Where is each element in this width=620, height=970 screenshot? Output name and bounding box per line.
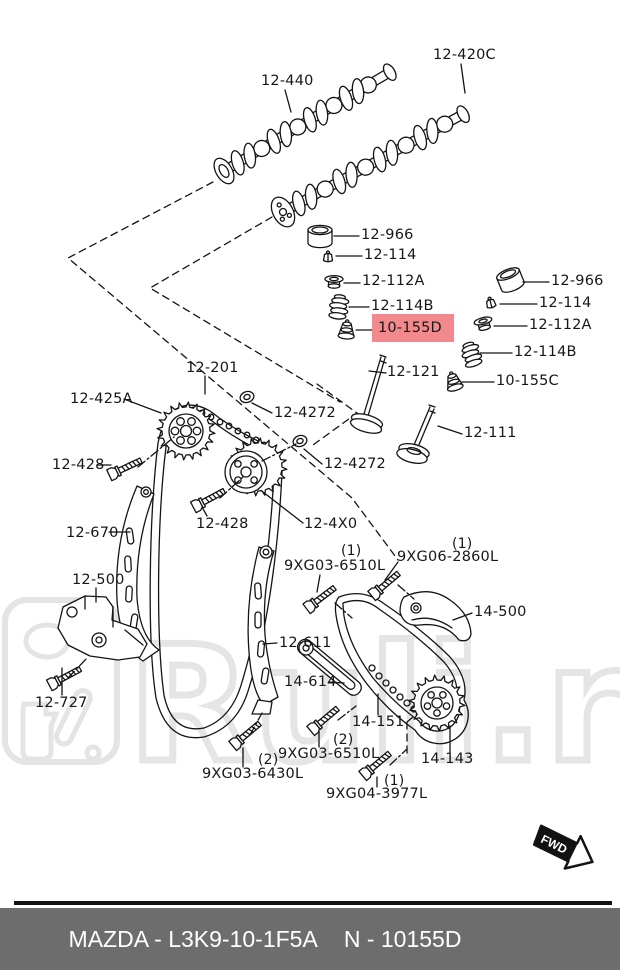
washer-icon [238,389,256,405]
part-label-12-111[interactable]: 12-111 [464,425,517,441]
qty-label-3977l: (1) [384,773,405,789]
valve-spring-icon [327,293,351,321]
camshaft-intake [213,63,397,185]
part-label-12-4272-2[interactable]: 12-4272 [324,456,386,472]
vvt-actuator [224,437,288,497]
part-label-12-727[interactable]: 12-727 [35,695,88,711]
part-label-12-201[interactable]: 12-201 [186,360,239,376]
valve-intake [349,354,387,434]
part-label-12-500[interactable]: 12-500 [72,572,125,588]
part-label-10-155D[interactable]: 10-155D [378,319,442,336]
balance-sprocket [408,674,466,732]
valve-seal-intake-icon [337,318,356,341]
part-label-9XG03-6510L-2[interactable]: 9XG03-6510L [278,746,380,762]
part-label-9XG06-2860L[interactable]: 9XG06-2860L [397,549,499,565]
cam-sprocket [156,401,216,461]
footer-part-code: MAZDA - L3K9-10-1F5A [68,925,318,952]
camshaft-exhaust [270,105,470,228]
part-label-12-112A[interactable]: 12-112A [362,273,425,289]
part-label-12-420C[interactable]: 12-420C [433,47,496,63]
part-label-12-670[interactable]: 12-670 [66,525,119,541]
tension-guide-611 [247,545,279,715]
part-label-12-112A-2[interactable]: 12-112A [529,317,592,333]
part-label-12-966-2[interactable]: 12-966 [551,273,604,289]
qty-label-6430l: (2) [258,752,279,768]
balance-guide [399,591,472,642]
tappet-icon [307,224,333,249]
part-label-14-500[interactable]: 14-500 [474,604,527,620]
part-label-12-114B-2[interactable]: 12-114B [514,344,577,360]
part-label-12-114-2[interactable]: 12-114 [539,295,592,311]
part-label-12-440[interactable]: 12-440 [261,73,314,89]
bolt-9xg03-6510l-icon [302,582,339,615]
part-label-9XG04-3977L[interactable]: 9XG04-3977L [326,786,428,802]
part-highlight-10-155D[interactable]: 10-155D [372,314,454,342]
valve-keeper-icon-2 [484,295,497,310]
part-label-14-614[interactable]: 14-614 [284,674,337,690]
qty-label-2860l: (1) [452,536,473,552]
fwd-arrow: FWD [532,824,594,870]
washer-icon-2 [291,433,309,449]
part-label-12-611[interactable]: 12-611 [279,635,332,651]
part-label-14-151[interactable]: 14-151 [352,714,405,730]
valve-spring-icon-2 [458,339,485,370]
part-label-9XG03-6430L[interactable]: 9XG03-6430L [202,766,304,782]
valve-exhaust [396,404,436,464]
qty-label-6510l-1: (1) [341,543,362,559]
diagram-bottom-rule [14,901,612,905]
part-label-12-114[interactable]: 12-114 [364,247,417,263]
balance-arm [296,638,362,696]
bolt-12-428-icon-2 [189,485,228,514]
leader-lines [61,63,550,788]
part-label-14-143[interactable]: 14-143 [421,751,474,767]
footer-bar: MAZDA - L3K9-10-1F5A N - 10155D [0,908,620,970]
footer-part-number: N - 10155D [343,925,462,952]
valve-seal-exhaust-icon [442,369,465,394]
diagram-canvas: Ruli.ru [2,63,620,870]
part-label-12-966[interactable]: 12-966 [361,227,414,243]
assembly-axis-lines [67,436,415,766]
part-label-9XG03-6510L[interactable]: 9XG03-6510L [284,558,386,574]
part-label-10-155C[interactable]: 10-155C [496,373,559,389]
part-label-12-4272[interactable]: 12-4272 [274,405,336,421]
chain-tensioner [57,595,148,661]
tappet-icon-2 [494,264,527,296]
part-label-12-114B[interactable]: 12-114B [371,298,434,314]
part-label-12-425A[interactable]: 12-425A [70,391,133,407]
qty-label-6510l-2: (2) [333,732,354,748]
spring-seat-icon-2 [472,314,495,333]
part-label-12-4X0[interactable]: 12-4X0 [304,516,358,532]
valve-keeper-icon [322,250,334,263]
bolt-12-428-icon [106,454,145,482]
part-label-12-428-2[interactable]: 12-428 [196,516,249,532]
part-label-12-121[interactable]: 12-121 [387,364,440,380]
part-label-12-428[interactable]: 12-428 [52,457,105,473]
spring-seat-icon [324,274,344,289]
